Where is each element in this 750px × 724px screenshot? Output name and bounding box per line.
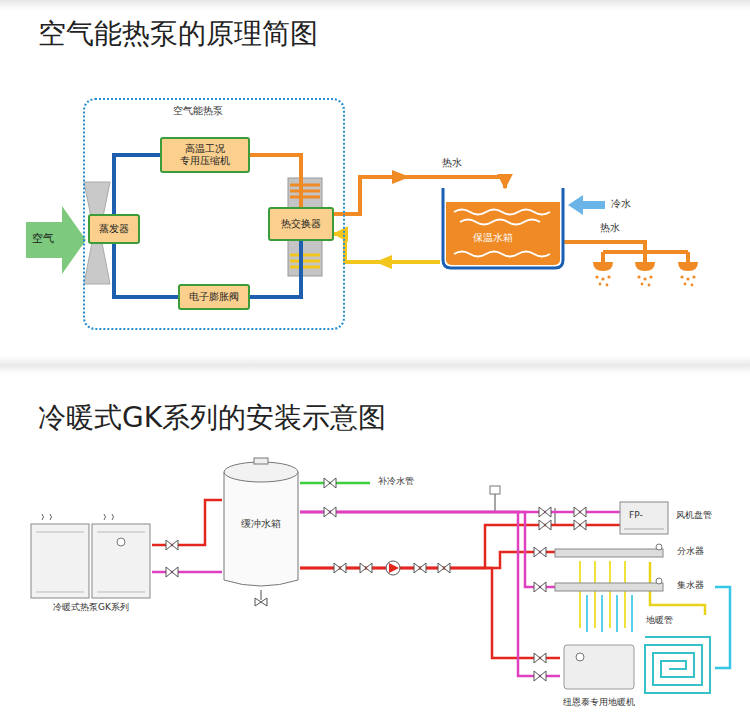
pipe-connector xyxy=(152,500,222,545)
node-text: 分水器 xyxy=(677,546,704,557)
storage-tank: 保温水箱 xyxy=(440,188,566,270)
pipe-connector xyxy=(300,568,560,658)
compressor-box: 高温工况 专用压缩机 xyxy=(160,137,250,173)
air-arrow xyxy=(26,206,86,274)
node-text: 高温工况 专用压缩机 xyxy=(165,143,245,168)
pipe-connector xyxy=(300,512,560,676)
air-label: 空气 xyxy=(32,232,54,246)
pipe-connector xyxy=(250,241,301,297)
floor-heating-coil-shape xyxy=(640,615,715,695)
node-text: 热交换器 xyxy=(281,218,321,231)
node-text: 电子膨胀阀 xyxy=(189,291,239,304)
gauge-stems xyxy=(261,494,555,600)
pipe-connector xyxy=(715,587,730,668)
evaporator-box: 蒸发器 xyxy=(88,214,140,244)
edge-label: 热水 xyxy=(440,157,464,170)
pipe-connector xyxy=(152,571,222,574)
fan-coil-unit: FP- 风机盘管 xyxy=(620,498,722,538)
section-title: 冷暖式GK系列的安装示意图 xyxy=(38,400,386,435)
flow-arrow xyxy=(375,255,392,269)
hot-water-outlet xyxy=(563,242,698,286)
node-text: 集水器 xyxy=(677,580,704,591)
pipe-connector xyxy=(114,155,160,214)
floor-heating-coil: 地暖管 xyxy=(640,615,715,695)
pipe-label: 补冷水管 xyxy=(378,476,414,487)
floor-heating-machine: 纽恩泰专用地暖机 xyxy=(560,645,638,717)
dashed-group: 空气能热泵高温工况 专用压缩机蒸发器 热交换器电子膨胀阀 xyxy=(83,98,345,330)
storage-tank-shape xyxy=(440,188,566,270)
node-text: 缓冲水箱 xyxy=(241,518,281,531)
flow-arrow xyxy=(392,170,410,184)
node-text: FP- xyxy=(629,510,643,521)
expansion-valve-box: 电子膨胀阀 xyxy=(178,284,250,310)
heat-pump-unit: 冷暖式热泵GK系列 xyxy=(30,512,152,618)
buffer-tank: 缓冲水箱 xyxy=(222,458,300,590)
top-band xyxy=(0,0,750,10)
drain-valve xyxy=(255,598,267,606)
node-text: 地暖管 xyxy=(646,615,673,626)
node-text: 风机盘管 xyxy=(676,510,712,521)
node-text: 保温水箱 xyxy=(473,232,513,245)
node-text: 冷暖式热泵GK系列 xyxy=(30,602,152,613)
hot-water-label: 热水 xyxy=(600,222,620,235)
pipe-connector xyxy=(250,155,301,207)
supply-manifold: 分水器 xyxy=(555,544,715,562)
cold-water-label: 冷水 xyxy=(611,198,631,211)
node-text: 蒸发器 xyxy=(99,223,129,236)
node-text: 空气能热泵 xyxy=(173,105,223,118)
heat-exchanger-box: 热交换器 xyxy=(268,207,334,241)
separator-band xyxy=(0,356,750,374)
gauge xyxy=(490,486,500,494)
page-title: 空气能热泵的原理简图 xyxy=(38,16,318,51)
return-manifold: 集水器 xyxy=(555,578,715,596)
pipe-connector xyxy=(300,525,620,568)
pipe-connector xyxy=(114,244,178,297)
pump-symbol xyxy=(386,561,400,575)
cold-water-arrow xyxy=(568,195,605,215)
node-text: 纽恩泰专用地暖机 xyxy=(560,697,638,708)
manifold-loops xyxy=(580,561,632,632)
